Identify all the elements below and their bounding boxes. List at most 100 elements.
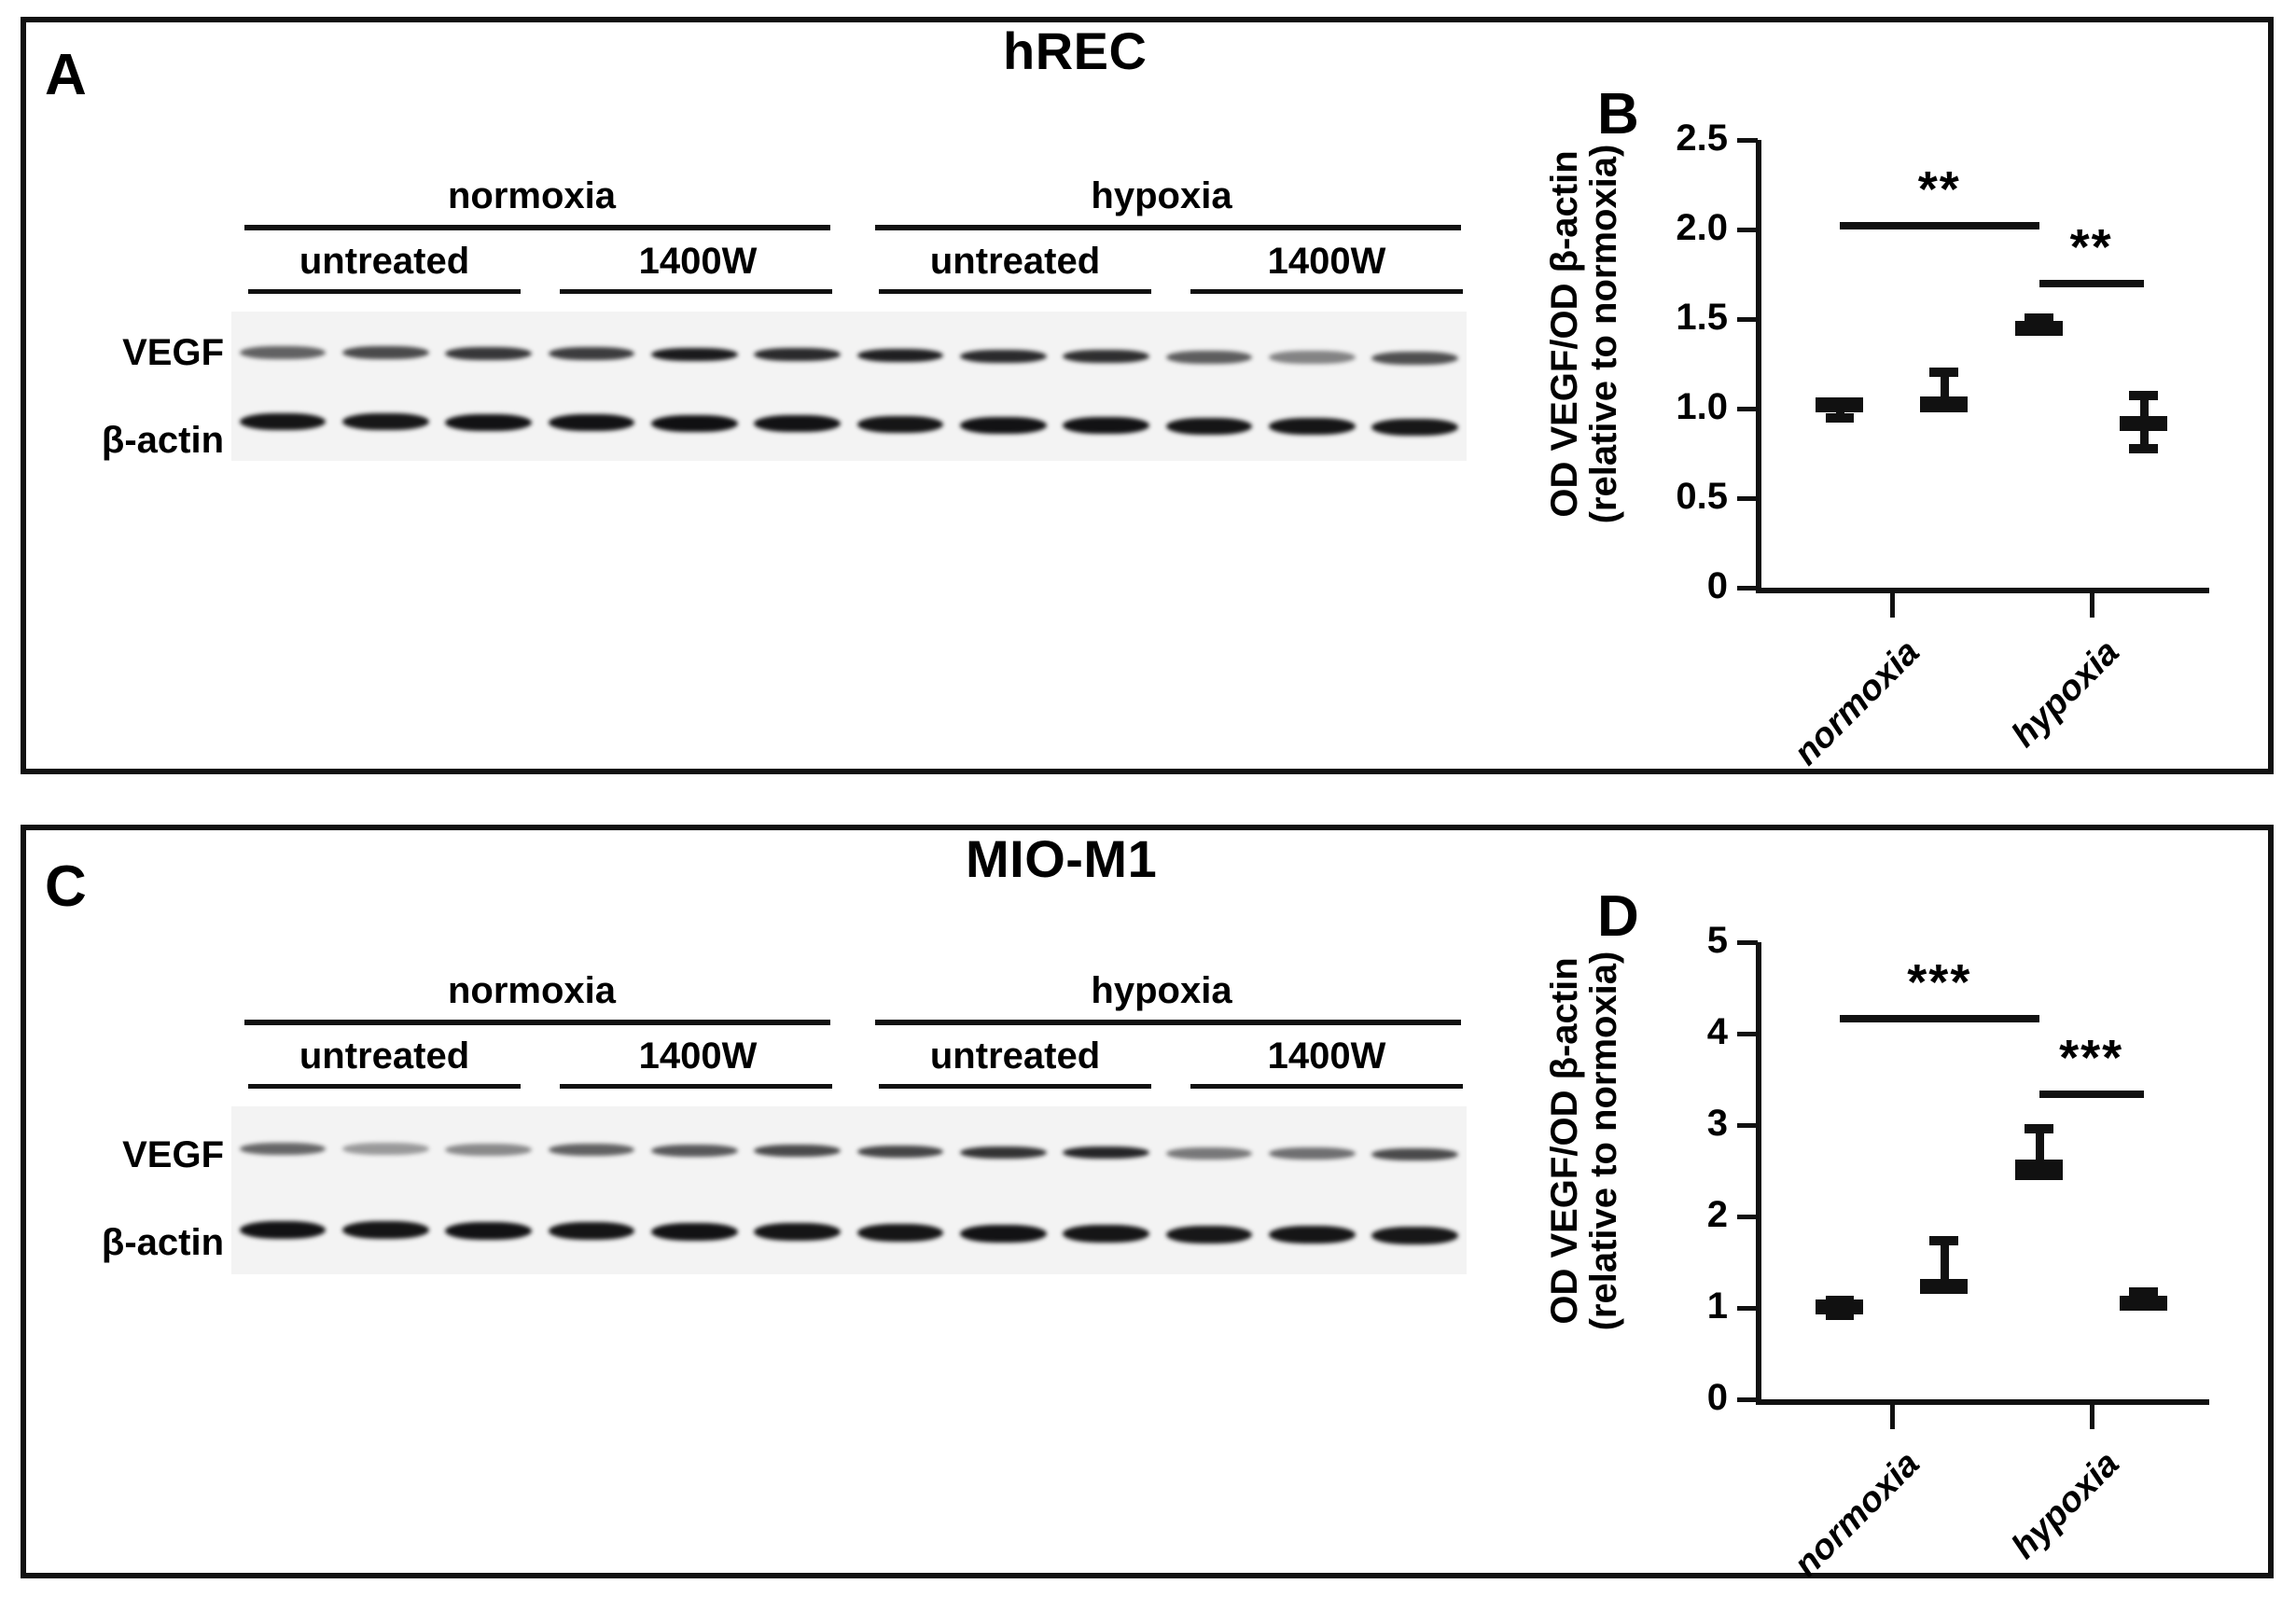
blot-band-vegf-lane-11 — [1269, 1147, 1356, 1160]
blot-band-actin-lane-1 — [239, 412, 327, 430]
blot-a-rule-treat-1 — [248, 289, 521, 294]
x-tick-1 — [2089, 1405, 2094, 1429]
blot-band-actin-lane-4 — [548, 1222, 635, 1241]
blot-band-vegf-lane-4 — [548, 1144, 635, 1157]
x-tick-label-normoxia: normoxia — [1786, 632, 1927, 773]
whisker-upper-stem-1 — [1940, 1235, 1949, 1279]
blot-band-vegf-lane-6 — [754, 1145, 842, 1158]
blot-a-row-label-vegf: VEGF — [122, 332, 224, 373]
box-body-0 — [1816, 397, 1864, 413]
blot-band-actin-lane-9 — [1063, 1225, 1150, 1244]
significance-bar-0 — [1839, 222, 2039, 230]
blot-a-rule-hypoxia — [875, 225, 1461, 230]
blot-band-actin-lane-6 — [754, 1223, 842, 1242]
blot-band-actin-lane-4 — [548, 414, 635, 432]
blot-a-rule-normoxia — [244, 225, 830, 230]
y-tick-1 — [1737, 1306, 1758, 1311]
y-tick-2 — [1737, 407, 1758, 411]
blot-band-actin-lane-10 — [1165, 417, 1253, 435]
y-tick-4 — [1737, 228, 1758, 232]
blot-c-treatment-4: 1400W — [1267, 1035, 1386, 1077]
whisker-upper-stem-2 — [2035, 1124, 2044, 1160]
blot-band-actin-lane-12 — [1371, 1226, 1459, 1244]
y-axis-label-line-0: OD VEGF/OD β-actin — [1544, 150, 1585, 518]
blot-c-rule-treat-1 — [248, 1084, 521, 1089]
blot-a-treatment-3: untreated — [929, 241, 1101, 282]
blot-a-treatment-4: 1400W — [1267, 241, 1386, 282]
x-tick-0 — [1889, 1405, 1895, 1429]
blot-band-actin-lane-3 — [445, 413, 533, 431]
blot-band-actin-lane-7 — [856, 1224, 944, 1242]
y-tick-label-5: 5 — [1706, 920, 1728, 961]
blot-band-vegf-lane-4 — [548, 347, 635, 361]
blot-c-treatment-3: untreated — [929, 1035, 1101, 1077]
y-axis-label-line-1: (relative to normoxia) — [1583, 144, 1625, 524]
blot-band-actin-lane-11 — [1269, 1226, 1356, 1244]
blot-band-actin-lane-7 — [856, 416, 944, 433]
blot-c-row-label-vegf: VEGF — [122, 1134, 224, 1175]
blot-band-vegf-lane-12 — [1371, 1147, 1459, 1160]
y-tick-label-0: 0 — [1706, 565, 1728, 606]
significance-stars-1: ** — [2069, 218, 2113, 275]
blot-a-rule-treat-2 — [560, 289, 832, 294]
figure-title-miom1: MIO-M1 — [966, 829, 1158, 888]
y-tick-2 — [1737, 1215, 1758, 1219]
blot-band-actin-lane-1 — [239, 1220, 327, 1239]
x-axis-line — [1756, 1399, 2209, 1405]
significance-bar-1 — [2039, 1090, 2144, 1098]
box-body-1 — [1920, 1278, 1969, 1294]
x-tick-label-hypoxia: hypoxia — [2004, 1444, 2127, 1567]
whisker-lower-stem-3 — [2139, 430, 2149, 453]
blot-band-vegf-lane-12 — [1371, 351, 1459, 365]
blot-band-actin-lane-3 — [445, 1221, 533, 1240]
y-tick-label-3: 1.5 — [1676, 297, 1728, 338]
significance-bar-1 — [2039, 279, 2144, 287]
whisker-upper-cap-3 — [2129, 1287, 2158, 1298]
x-tick-label-hypoxia: hypoxia — [2004, 632, 2127, 756]
blot-c-treatment-2: 1400W — [638, 1035, 758, 1077]
y-tick-label-2: 2 — [1706, 1194, 1728, 1235]
y-tick-label-0: 0 — [1706, 1377, 1728, 1418]
blot-band-vegf-lane-9 — [1063, 1146, 1150, 1160]
blot-band-vegf-lane-11 — [1269, 351, 1356, 365]
panel-letter-d: D — [1597, 884, 1639, 949]
blot-c-rule-normoxia — [244, 1020, 830, 1025]
blot-a-treatment-1: untreated — [299, 241, 470, 282]
y-axis-line — [1756, 942, 1761, 1402]
panel-letter-c: C — [45, 855, 87, 919]
box-body-0 — [1816, 1299, 1864, 1315]
whisker-upper-cap-1 — [1929, 1235, 1958, 1245]
whisker-upper-cap-1 — [1929, 367, 1958, 377]
whisker-upper-cap-2 — [2025, 1124, 2054, 1134]
significance-bar-0 — [1839, 1015, 2039, 1023]
blot-band-vegf-lane-1 — [239, 1142, 327, 1155]
blot-band-actin-lane-2 — [342, 413, 429, 431]
blot-c-condition-normoxia: normoxia — [447, 970, 617, 1011]
y-tick-3 — [1737, 317, 1758, 322]
y-tick-1 — [1737, 496, 1758, 501]
blot-a-treatment-2: 1400W — [638, 241, 758, 282]
y-tick-label-5: 2.5 — [1676, 118, 1728, 159]
whisker-upper-cap-3 — [2129, 390, 2158, 400]
y-axis-label-line-1: (relative to normoxia) — [1583, 951, 1625, 1331]
blot-c-treatment-1: untreated — [299, 1035, 470, 1077]
blot-band-actin-lane-10 — [1165, 1225, 1253, 1244]
blot-band-actin-lane-5 — [651, 414, 738, 432]
blot-band-vegf-lane-5 — [651, 1144, 738, 1157]
whisker-lower-cap-3 — [2129, 444, 2158, 453]
y-tick-label-3: 3 — [1706, 1103, 1728, 1144]
y-tick-3 — [1737, 1123, 1758, 1128]
x-tick-1 — [2089, 593, 2094, 618]
blot-c-image — [231, 1106, 1467, 1274]
blot-a-condition-normoxia: normoxia — [447, 175, 617, 216]
blot-c-rule-treat-2 — [560, 1084, 832, 1089]
y-tick-0 — [1737, 586, 1758, 591]
blot-a-rule-treat-3 — [879, 289, 1151, 294]
significance-stars-1: *** — [2059, 1029, 2124, 1086]
blot-c-rule-hypoxia — [875, 1020, 1461, 1025]
blot-band-actin-lane-8 — [960, 416, 1047, 434]
blot-band-actin-lane-9 — [1063, 417, 1150, 435]
